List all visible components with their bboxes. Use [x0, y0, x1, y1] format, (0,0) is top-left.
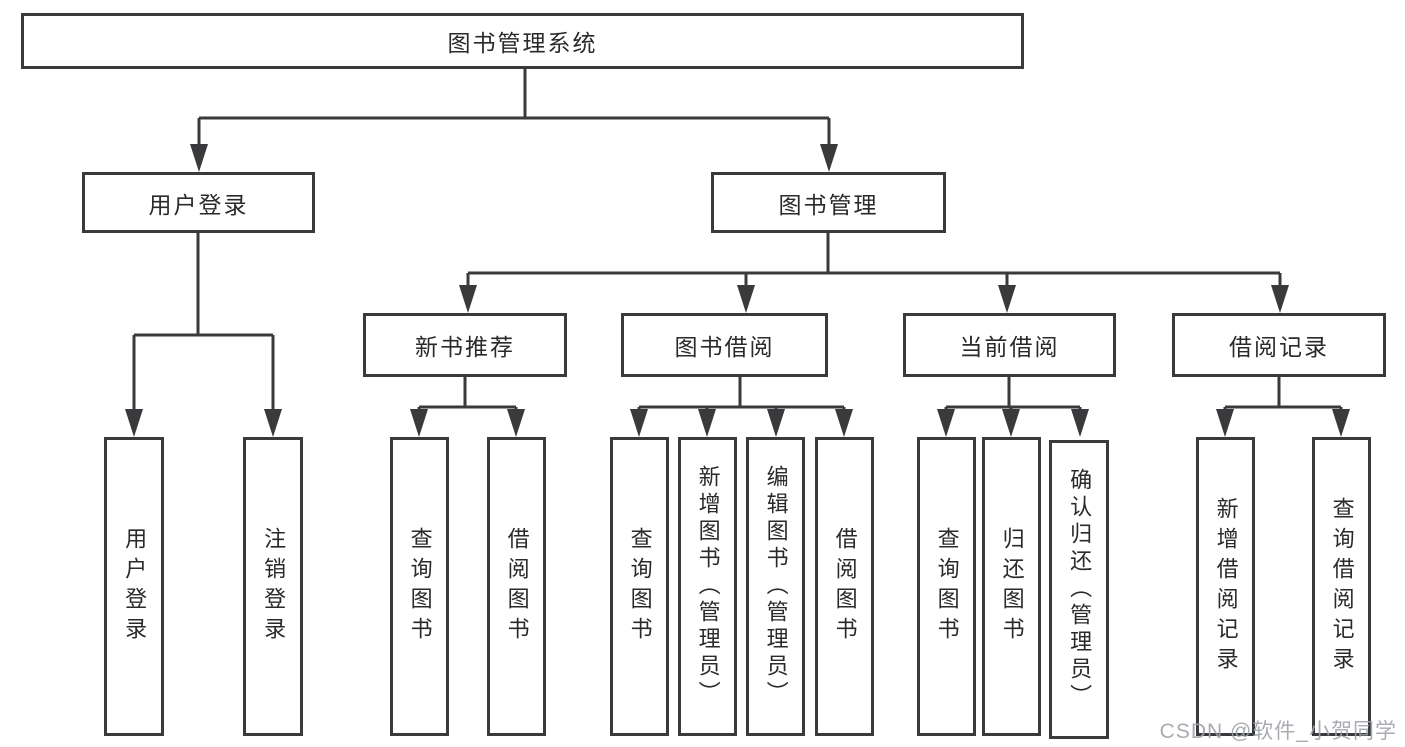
node-new-book-recommend: 新书推荐	[363, 313, 567, 377]
node-label: 归还图书	[999, 526, 1025, 647]
node-user-login: 用户登录	[82, 172, 315, 233]
node-label: 新增图书（管理员）	[695, 465, 721, 708]
node-label: 查询借阅记录	[1329, 496, 1355, 677]
leaf-borrow-books: 借阅图书	[815, 437, 874, 736]
leaf-query-borrow-record: 查询借阅记录	[1312, 437, 1371, 736]
node-label: 当前借阅	[959, 334, 1060, 360]
node-label: 用户登录	[148, 191, 249, 218]
node-borrow-records: 借阅记录	[1172, 313, 1386, 377]
node-label: 确认归还（管理员）	[1067, 468, 1093, 711]
leaf-add-books-admin: 新增图书（管理员）	[678, 437, 737, 736]
node-label: 图书管理系统	[447, 30, 598, 56]
node-label: 新书推荐	[415, 334, 515, 360]
leaf-borrow-books-recommend: 借阅图书	[487, 437, 546, 736]
node-label: 查询图书	[934, 526, 960, 647]
node-label: 图书借阅	[674, 334, 775, 360]
node-current-borrowing: 当前借阅	[903, 313, 1116, 377]
leaf-edit-books-admin: 编辑图书（管理员）	[746, 437, 805, 736]
node-book-management: 图书管理	[711, 172, 946, 233]
node-label: 注销登录	[261, 526, 287, 647]
node-library-management-system: 图书管理系统	[21, 13, 1024, 69]
node-label: 查询图书	[407, 526, 433, 647]
leaf-query-books-borrowing: 查询图书	[610, 437, 669, 736]
node-label: 新增借阅记录	[1213, 496, 1239, 677]
leaf-add-borrow-record: 新增借阅记录	[1196, 437, 1255, 736]
csdn-watermark: CSDN @软件_小贺同学	[1159, 720, 1397, 743]
leaf-user-login: 用户登录	[104, 437, 164, 736]
node-label: 借阅记录	[1229, 334, 1329, 360]
node-label: 用户登录	[122, 526, 148, 647]
leaf-return-books: 归还图书	[982, 437, 1041, 736]
node-label: 借阅图书	[504, 526, 530, 647]
node-label: 查询图书	[627, 526, 653, 647]
arrowheads	[125, 144, 1350, 437]
leaf-query-books-recommend: 查询图书	[390, 437, 449, 736]
node-label: 编辑图书（管理员）	[763, 465, 789, 708]
leaf-query-books-current: 查询图书	[917, 437, 976, 736]
node-label: 借阅图书	[832, 526, 858, 647]
leaf-confirm-return-admin: 确认归还（管理员）	[1049, 440, 1109, 739]
leaf-logout: 注销登录	[243, 437, 303, 736]
node-book-borrowing: 图书借阅	[621, 313, 828, 377]
node-label: 图书管理	[778, 191, 879, 218]
